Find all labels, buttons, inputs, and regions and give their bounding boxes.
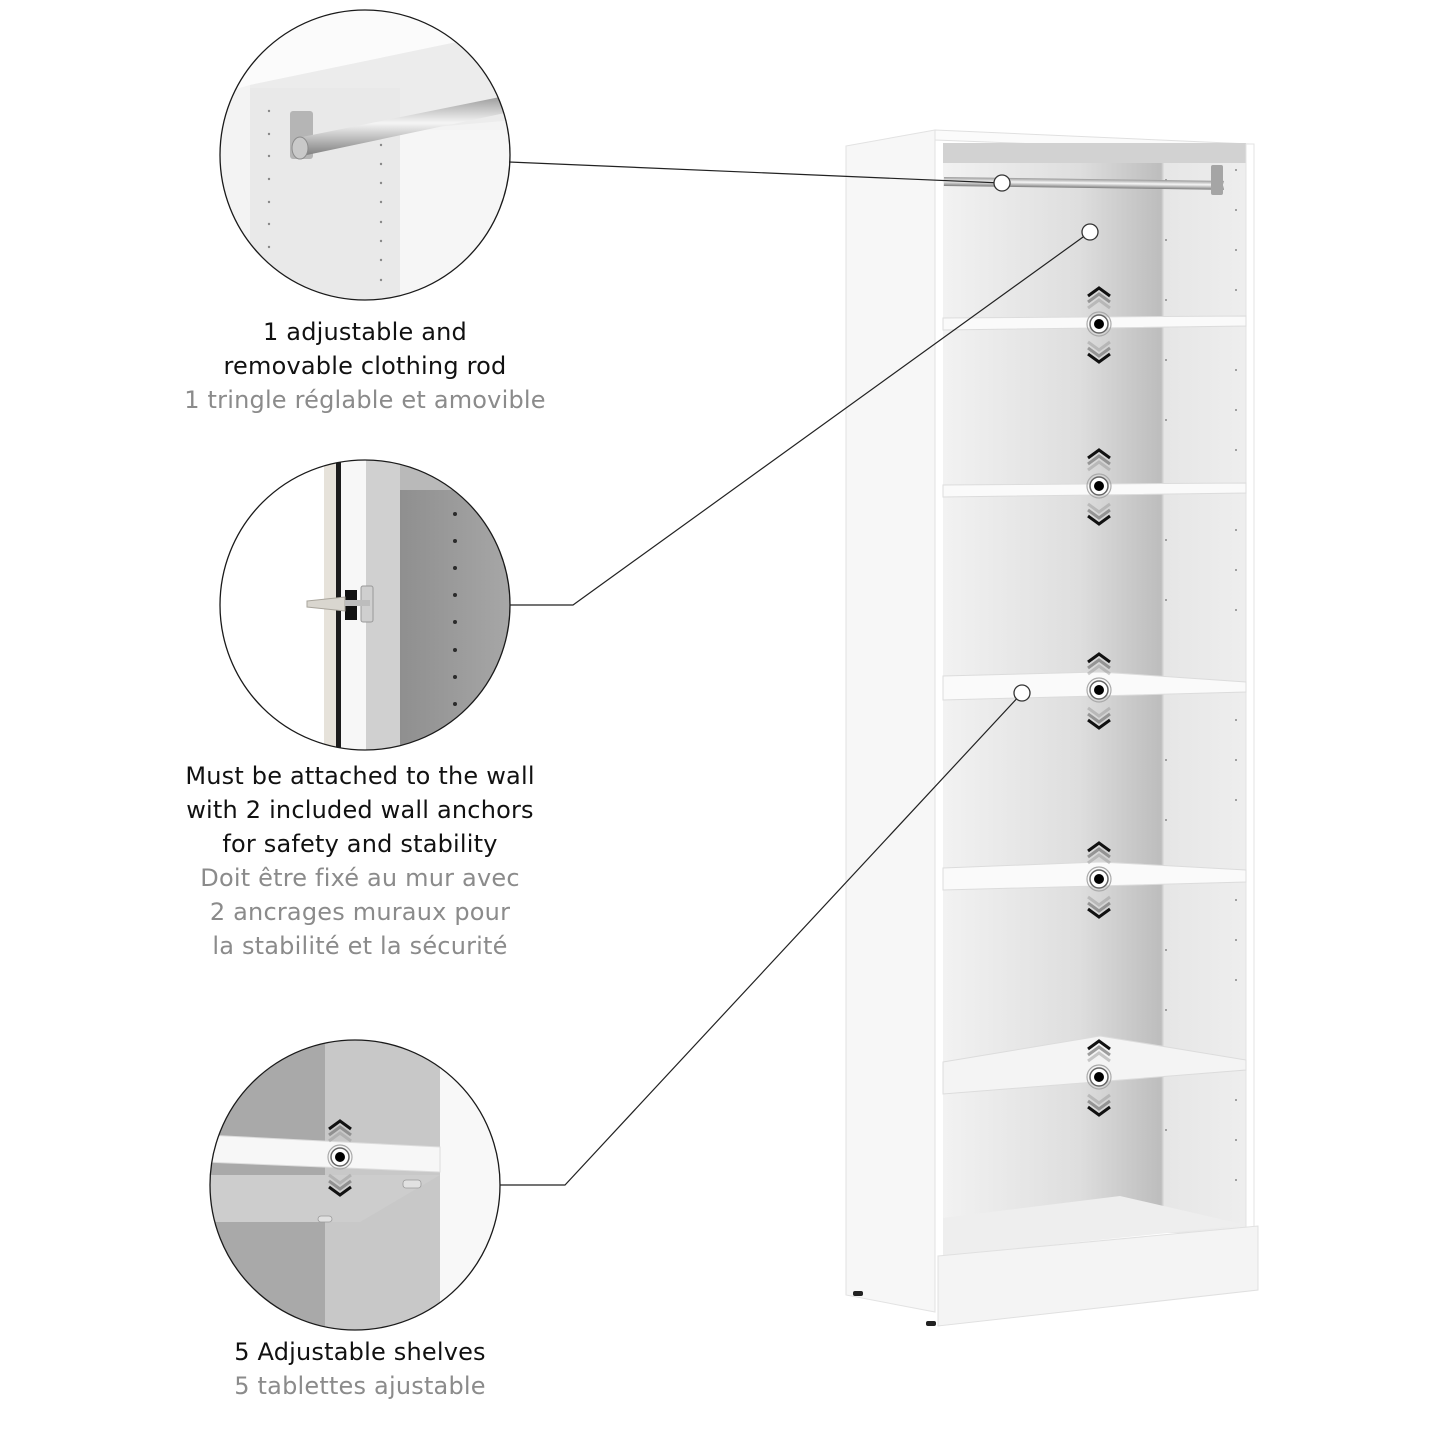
leader-line-shelves (500, 692, 1023, 1186)
leader-line-rod (508, 161, 1003, 184)
caption-wall-anchors: Must be attached to the wall with 2 incl… (150, 759, 570, 963)
caption-fr: 5 tablettes ajustable (234, 1372, 486, 1400)
detail-circle-adjustable-shelf (209, 1039, 501, 1331)
caption-en: 1 adjustable and removable clothing rod (223, 318, 507, 380)
storage-tower (845, 129, 1259, 1327)
leader-lines (500, 161, 1091, 1186)
callout-dot-shelf (1013, 684, 1031, 702)
caption-en: Must be attached to the wall with 2 incl… (185, 762, 535, 858)
caption-adjustable-shelves: 5 Adjustable shelves 5 tablettes ajustab… (160, 1335, 560, 1403)
callout-dot-rod (993, 174, 1011, 192)
caption-clothing-rod: 1 adjustable and removable clothing rod … (160, 315, 570, 417)
callout-points (993, 174, 1099, 702)
leader-line-anchor (510, 231, 1091, 606)
caption-fr: Doit être fixé au mur avec 2 ancrages mu… (200, 864, 520, 960)
caption-fr: 1 tringle réglable et amovible (184, 386, 546, 414)
callout-dot-anchor (1081, 223, 1099, 241)
detail-circle-wall-anchor (219, 459, 511, 751)
caption-en: 5 Adjustable shelves (234, 1338, 486, 1366)
detail-circle-clothing-rod (219, 9, 511, 301)
